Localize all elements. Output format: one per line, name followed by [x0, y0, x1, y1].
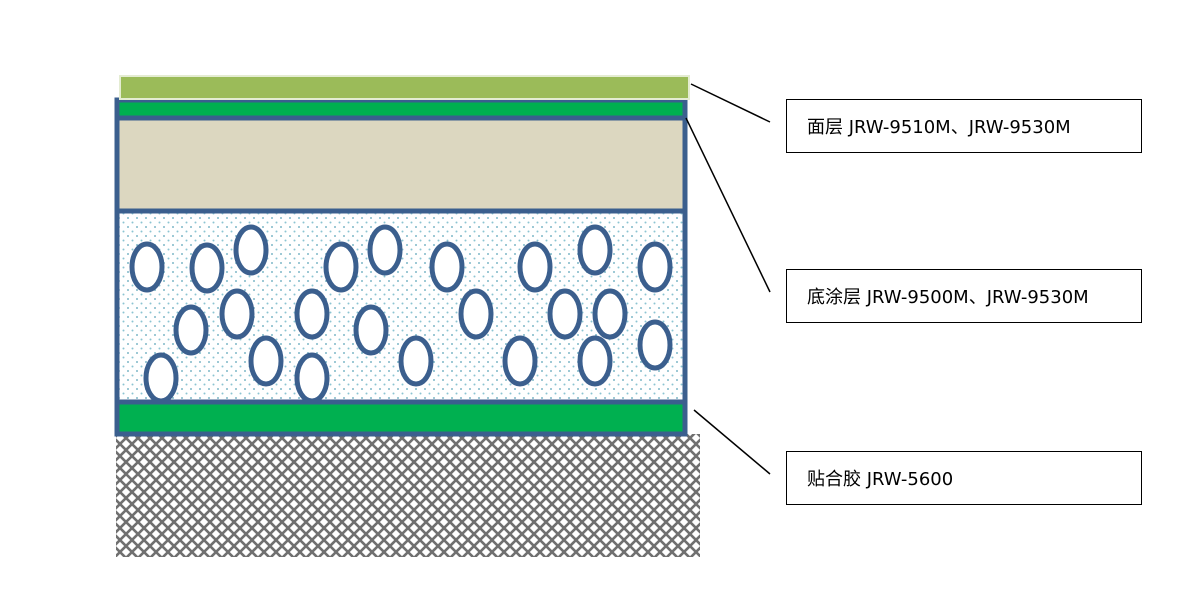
bubble — [173, 304, 209, 356]
leader-line-bot — [693, 409, 771, 475]
bubble — [189, 242, 225, 294]
bubble — [458, 288, 494, 340]
bubble — [233, 224, 269, 276]
foam-bubbles — [129, 224, 673, 404]
leader-line-top — [690, 83, 771, 123]
top-coat-layer — [119, 75, 690, 100]
bubble — [323, 241, 359, 293]
bubble — [143, 352, 179, 404]
bubble — [577, 224, 613, 276]
bubble — [502, 335, 538, 387]
base-coat-layer — [118, 118, 685, 211]
bubble — [294, 352, 330, 404]
bubble — [429, 241, 465, 293]
top-green-strip — [118, 102, 685, 118]
bubble — [577, 335, 613, 387]
bubble — [353, 304, 389, 356]
bubble — [637, 319, 673, 371]
bubble — [219, 288, 255, 340]
adhesive-layer — [118, 402, 685, 433]
bubble — [129, 241, 165, 293]
label-top-coat-text: 面层 JRW-9510M、JRW-9530M — [807, 117, 1071, 138]
bubble — [398, 335, 434, 387]
label-adhesive-text: 贴合胶 JRW-5600 — [807, 469, 954, 490]
label-base-coat: 底涂层 JRW-9500M、JRW-9530M — [786, 269, 1142, 323]
label-adhesive: 贴合胶 JRW-5600 — [786, 451, 1142, 505]
bubble — [248, 335, 284, 387]
bubble — [547, 288, 583, 340]
label-top-coat: 面层 JRW-9510M、JRW-9530M — [786, 99, 1142, 153]
bubble — [592, 288, 628, 340]
substrate-mesh — [116, 434, 700, 557]
bubble — [637, 241, 673, 293]
bubble — [367, 224, 403, 276]
bubble — [517, 241, 553, 293]
label-base-coat-text: 底涂层 JRW-9500M、JRW-9530M — [807, 287, 1089, 308]
leader-line-mid — [685, 117, 771, 293]
leader-lines — [685, 83, 771, 475]
bubble — [294, 288, 330, 340]
